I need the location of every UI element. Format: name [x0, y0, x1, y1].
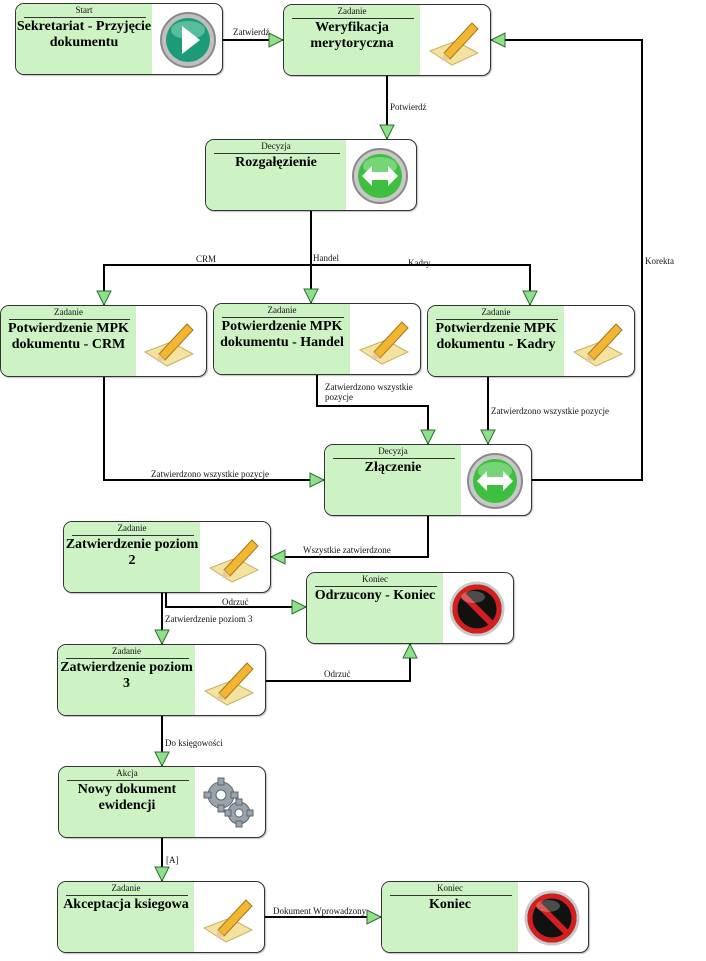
node-kind: Zadanie: [481, 307, 511, 317]
edge-label-wszystkie-zatwierdzone: Wszystkie zatwierdzone: [303, 545, 391, 555]
connector-handel-to-zlaczenie: [316, 375, 429, 444]
arrowhead-weryfikacja-to-rozgalezienie: [379, 124, 395, 141]
node-title: Zatwierdzenie poziom 3: [60, 660, 193, 691]
node-kind: Koniec: [437, 883, 463, 893]
arrowhead-poziom2-to-poziom3: [154, 629, 170, 646]
arrowhead-poziom3-to-odrzucony: [402, 642, 418, 659]
stop-icon: [449, 581, 505, 637]
node-kind: Zadanie: [117, 523, 147, 533]
connector-crm-to-zlaczenie: [103, 377, 324, 481]
poziom2-node[interactable]: Zadanie Zatwierdzenie poziom 2: [63, 521, 271, 593]
connector-zlaczenie-to-poziom2: [271, 516, 429, 558]
pencil-paper-icon: [208, 539, 260, 583]
edge-label-zatwierdz: Zatwierdź: [233, 27, 270, 37]
node-title: Nowy dokument ewidencji: [77, 782, 177, 813]
node-title: Weryfikacja merytoryczna: [310, 20, 394, 51]
edge-label-potwierdz: Potwierdź: [390, 102, 427, 112]
pencil-paper-icon: [143, 323, 195, 367]
node-kind: Zadanie: [337, 6, 367, 16]
node-title: Koniec: [429, 897, 471, 912]
node-kind: Start: [75, 5, 93, 15]
pencil-paper-icon: [202, 899, 254, 943]
edge-label-crm-zatwierdzono: Zatwierdzono wszystkie pozycje: [151, 469, 269, 479]
edge-label-do-ksiegowosci: Do księgowości: [165, 738, 223, 748]
node-kind: Zadanie: [54, 307, 83, 317]
edge-label-korekta: Korekta: [645, 256, 674, 266]
pencil-paper-icon: [428, 22, 480, 66]
arrowhead-rozgalezienie-to-crm: [96, 290, 112, 307]
node-kind: Decyzja: [261, 141, 291, 151]
connector-korekta-to-weryfikacja: [491, 39, 643, 481]
connector-rozgalezienie-to-kadry: [311, 264, 531, 305]
node-title: Akceptacja ksiegowa: [63, 897, 189, 912]
zlaczenie-node[interactable]: Decyzja Złączenie: [324, 444, 532, 516]
connector-rozgalezienie-to-crm: [103, 211, 312, 305]
node-title: Odrzucony - Koniec: [314, 588, 436, 603]
start-node[interactable]: Start Sekretariat - Przyjęcie dokumentu: [15, 3, 223, 75]
node-title: Potwierdzenie MPK dokumentu - Kadry: [435, 321, 557, 352]
gears-icon: [203, 777, 254, 828]
arrowhead-korekta-to-weryfikacja: [489, 32, 506, 48]
pencil-paper-icon: [572, 323, 624, 367]
rozgalezienie-node[interactable]: Decyzja Rozgałęzienie: [205, 139, 417, 211]
edge-label-a: [A]: [166, 855, 179, 865]
mpk-crm-node[interactable]: Zadanie Potwierdzenie MPK dokumentu - CR…: [0, 305, 207, 377]
stop-icon: [524, 890, 580, 946]
node-title: Sekretariat - Przyjęcie dokumentu: [16, 19, 152, 50]
node-title: Zatwierdzenie poziom 2: [65, 537, 199, 568]
poziom3-node[interactable]: Zadanie Zatwierdzenie poziom 3: [57, 644, 266, 716]
arrowhead-rozgalezienie-to-handel: [303, 288, 319, 305]
arrowhead-start-to-weryfikacja: [268, 32, 285, 48]
arrowhead-zlaczenie-to-poziom2: [269, 549, 286, 565]
arrowhead-rozgalezienie-to-kadry: [522, 290, 538, 307]
node-kind: Zadanie: [111, 883, 141, 893]
arrowhead-crm-to-zlaczenie: [309, 472, 326, 488]
edge-label-kadry: Kadry: [408, 258, 431, 268]
node-title: Rozgałęzienie: [235, 155, 317, 170]
node-title: Potwierdzenie MPK dokumentu - CRM: [8, 321, 129, 352]
node-kind: Akcja: [116, 768, 138, 778]
play-icon: [160, 12, 216, 68]
double-arrow-icon: [352, 148, 408, 204]
arrowhead-kadry-to-zlaczenie: [480, 429, 496, 446]
edge-label-odrzuc-2: Odrzuć: [222, 597, 249, 607]
edge-label-crm: CRM: [196, 254, 217, 264]
pencil-paper-icon: [203, 662, 255, 706]
odrzucony-node[interactable]: Koniec Odrzucony - Koniec: [306, 572, 514, 644]
edge-label-dokument-wprowadzony: Dokument Wprowadzony: [273, 906, 367, 916]
node-kind: Koniec: [362, 574, 388, 584]
akceptacja-node[interactable]: Zadanie Akceptacja ksiegowa: [57, 881, 265, 953]
edge-label-zatwierdzenie-poziom-3: Zatwierdzenie poziom 3: [165, 614, 253, 624]
node-title: Potwierdzenie MPK dokumentu - Handel: [220, 319, 344, 350]
weryfikacja-node[interactable]: Zadanie Weryfikacja merytoryczna: [283, 4, 491, 76]
edge-label-handel: Handel: [313, 253, 339, 263]
nowy-dokument-node[interactable]: Akcja Nowy dokument ewidencji: [58, 766, 266, 838]
arrowhead-nowy-dokument-to-akceptacja: [154, 866, 170, 883]
edge-label-kadry-zatwierdzono: Zatwierdzono wszystkie pozycje: [491, 406, 609, 416]
pencil-paper-icon: [358, 321, 410, 365]
arrowhead-poziom2-to-odrzucony: [291, 599, 308, 615]
node-kind: Zadanie: [112, 646, 141, 656]
edge-label-handel-zatwierdzono: Zatwierdzono wszystkie pozycje: [325, 382, 413, 402]
arrowhead-handel-to-zlaczenie: [420, 429, 436, 446]
mpk-handel-node[interactable]: Zadanie Potwierdzenie MPK dokumentu - Ha…: [213, 303, 421, 375]
koniec-node[interactable]: Koniec Koniec: [381, 881, 589, 953]
double-arrow-icon: [467, 453, 523, 509]
arrowhead-poziom3-to-nowy-dokument: [154, 751, 170, 768]
arrowhead-akceptacja-to-koniec: [366, 909, 383, 925]
connector-poziom2-to-odrzucony: [165, 593, 306, 608]
node-title: Złączenie: [364, 460, 422, 475]
node-kind: Decyzja: [378, 446, 408, 456]
edge-label-odrzuc-3: Odrzuć: [324, 669, 351, 679]
node-kind: Zadanie: [267, 305, 297, 315]
mpk-kadry-node[interactable]: Zadanie Potwierdzenie MPK dokumentu - Ka…: [427, 305, 635, 377]
